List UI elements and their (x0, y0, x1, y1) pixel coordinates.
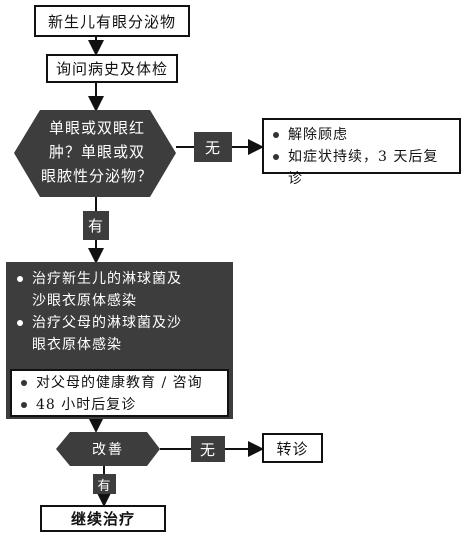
history-node: 询问病史及体检 (46, 54, 178, 83)
treat-item-2: 治疗父母的淋球菌及沙 眼衣原体感染 (14, 312, 225, 356)
referral-node: 转诊 (262, 433, 323, 463)
decision1-line: 肿？单眼或双 (48, 143, 145, 161)
decision2-label: 改善 (92, 442, 124, 458)
continue-label: 继续治疗 (70, 510, 135, 528)
decision1-shape (14, 110, 176, 197)
no1-label-box: 无 (194, 132, 232, 162)
no2-label-box: 无 (191, 436, 225, 462)
start-node: 新生儿有眼分泌物 (34, 5, 190, 37)
start-label: 新生儿有眼分泌物 (47, 12, 176, 31)
no1-outcome-box: 解除顾虑 如症状持续，3 天后复诊 (262, 118, 461, 187)
yes1-label-box: 有 (83, 211, 109, 240)
referral-label: 转诊 (276, 439, 309, 458)
followup-item: 对父母的健康教育 / 咨询 (18, 372, 221, 394)
no1-item: 解除顾虑 (270, 124, 453, 146)
yes2-label: 有 (97, 478, 112, 494)
history-label: 询问病史及体检 (55, 60, 168, 78)
continue-node: 继续治疗 (40, 505, 166, 532)
no2-label: 无 (199, 440, 216, 459)
followup-box: 对父母的健康教育 / 咨询 48 小时后复诊 (10, 369, 229, 417)
no1-item: 如症状持续，3 天后复诊 (270, 146, 453, 190)
no1-label: 无 (204, 138, 221, 157)
followup-item: 48 小时后复诊 (18, 394, 221, 416)
decision2-shape (56, 432, 160, 466)
treat-item-1: 治疗新生儿的淋球菌及 沙眼衣原体感染 (14, 268, 225, 312)
yes2-label-box: 有 (93, 474, 116, 494)
yes1-label: 有 (87, 217, 104, 235)
decision1-line: 单眼或双眼红 (48, 119, 145, 137)
decision1-line: 眼脓性分泌物？ (40, 167, 153, 185)
decision1-text: 单眼或双眼红 肿？单眼或双 眼脓性分泌物？ (30, 116, 164, 188)
